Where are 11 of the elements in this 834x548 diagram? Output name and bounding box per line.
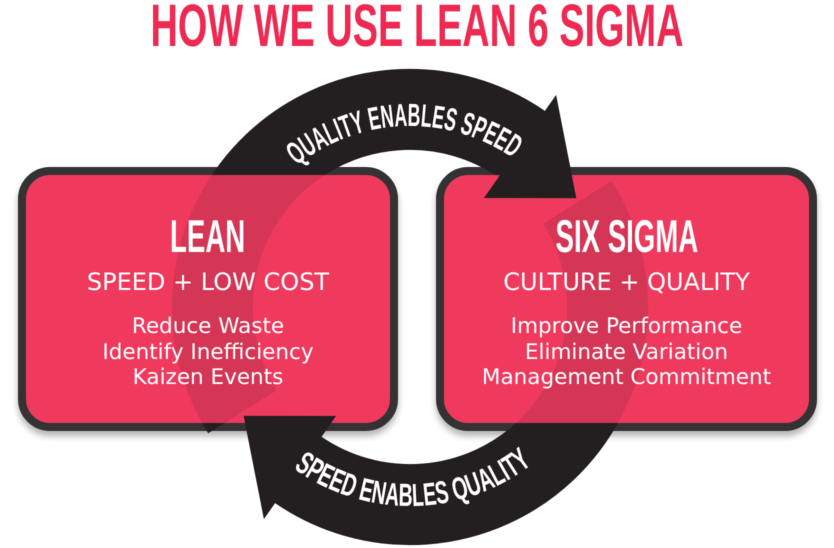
list-item: Eliminate Variation xyxy=(524,340,728,365)
card-title: LEAN xyxy=(170,213,246,259)
title: HOW WE USE LEAN 6 SIGMA xyxy=(150,0,684,51)
list-item: Management Commitment xyxy=(482,365,772,390)
list-item: Kaizen Events xyxy=(132,365,284,390)
list-item: Improve Performance xyxy=(510,314,742,340)
card-subtitle: CULTURE + QUALITY xyxy=(503,268,750,296)
list-item: Identify Inefficiency xyxy=(102,340,314,365)
card-subtitle: SPEED + LOW COST xyxy=(86,268,330,296)
list-item: Reduce Waste xyxy=(132,314,284,340)
card-title: SIX SIGMA xyxy=(555,213,698,259)
